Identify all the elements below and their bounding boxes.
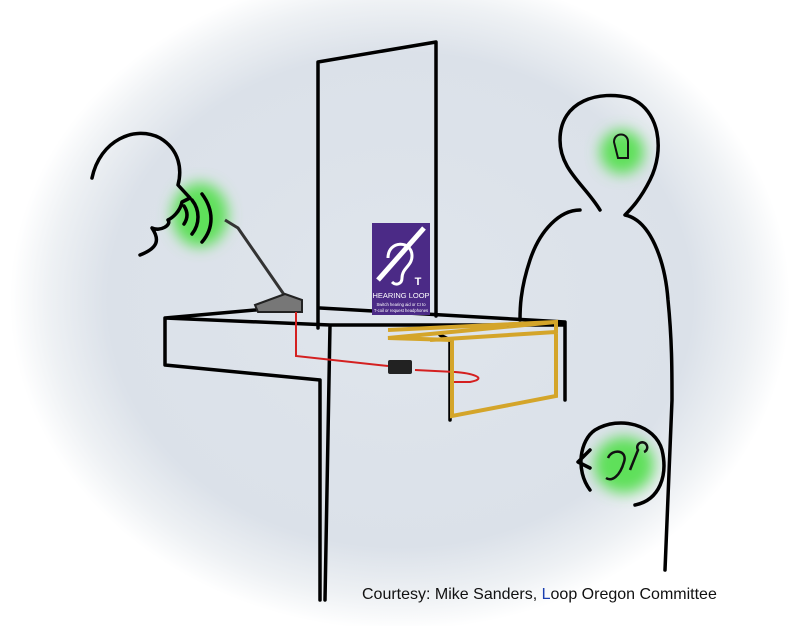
loop-amplifier xyxy=(388,360,412,374)
loop-wire xyxy=(387,319,558,419)
speech-glow xyxy=(172,183,228,247)
cochlear-implant-icon xyxy=(605,441,649,481)
podium xyxy=(163,304,567,602)
sign-line-1: Switch hearing aid or CI to xyxy=(376,302,426,307)
sign-letter: T xyxy=(415,276,422,288)
glass-panel xyxy=(316,40,438,330)
sign-title: HEARING LOOP xyxy=(372,291,429,300)
sign-line-2: T-coil or request headphones xyxy=(374,308,428,313)
caption-highlight: L xyxy=(541,586,551,603)
microphone xyxy=(224,218,303,313)
child-listener xyxy=(576,421,666,507)
hearing-loop-sign: T HEARING LOOP Switch hearing aid or CI … xyxy=(372,223,430,315)
caption-suffix: oop Oregon Committee xyxy=(550,586,717,603)
speaker-head xyxy=(90,131,192,257)
sound-wave-icon xyxy=(182,192,213,244)
credit-caption: Courtesy: Mike Sanders, Loop Oregon Comm… xyxy=(362,586,717,604)
hearing-ear-icon xyxy=(386,242,414,286)
caption-prefix: Courtesy: Mike Sanders, xyxy=(362,586,542,603)
hearing-aid-glow-adult xyxy=(600,130,644,174)
signal-wire xyxy=(295,312,480,383)
hearing-aid-icon xyxy=(612,133,629,159)
adult-listener xyxy=(518,93,674,572)
